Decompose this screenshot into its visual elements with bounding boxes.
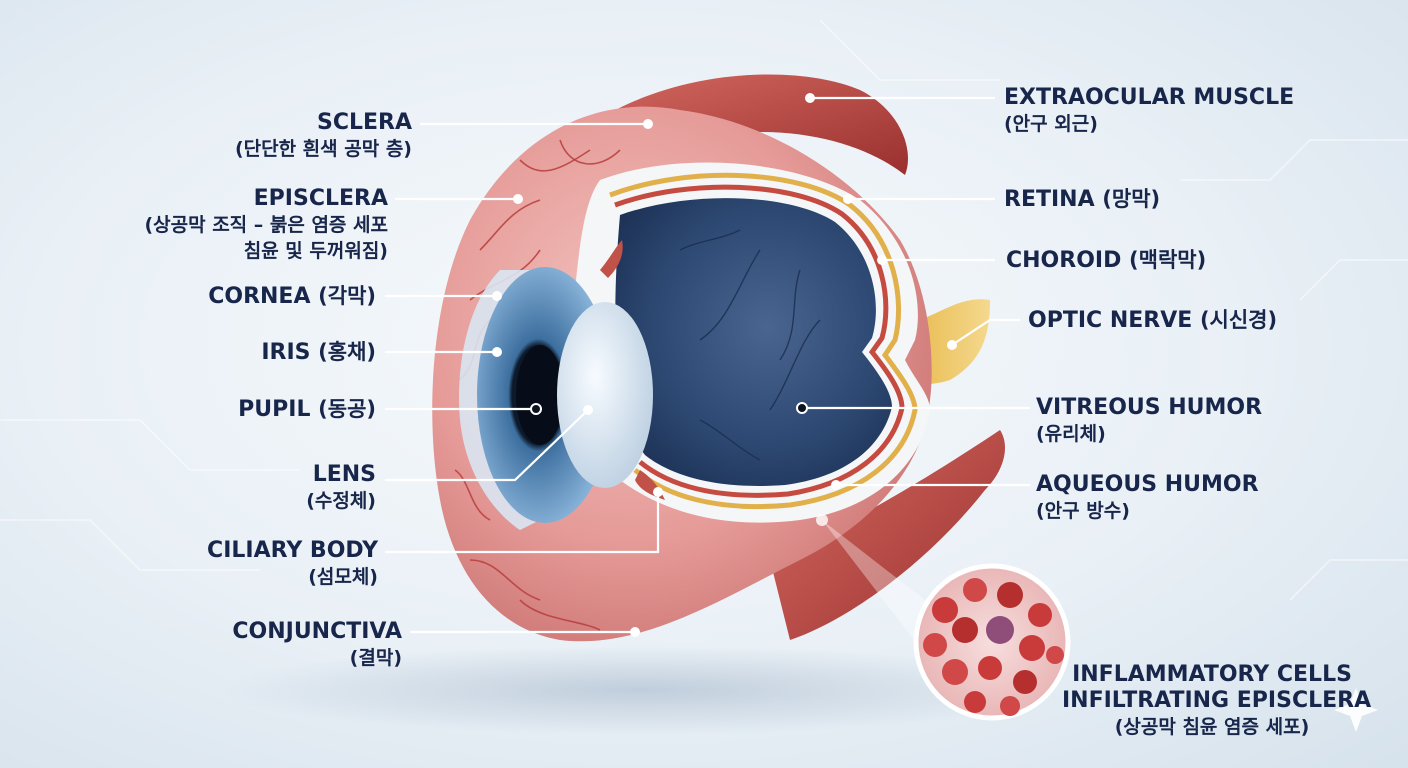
label-inflammatory-cells: INFLAMMATORY CELLS INFILTRATING EPISCLER… (1062, 662, 1372, 740)
leader-lines (385, 96, 1030, 634)
vitreous-cavity (615, 198, 892, 486)
label-sclera-sub: (단단한 흰색 공막 층) (234, 138, 412, 160)
cornea-shape (459, 270, 540, 530)
retinal-vessels (679, 229, 821, 461)
label-retina-title: RETINA (1004, 187, 1095, 212)
sparkle-icon (1334, 688, 1378, 732)
label-pupil: PUPIL (동공) (238, 396, 376, 423)
label-episclera: EPISCLERA (상공막 조직 – 붉은 염증 세포 침윤 및 두꺼워짐) (144, 186, 388, 264)
label-inflammatory-cells-sub: (상공막 침윤 염증 세포) (1114, 716, 1310, 738)
label-lens-sub: (수정체) (306, 490, 376, 512)
ciliary-body-upper (600, 240, 623, 278)
label-retina: RETINA (망막) (1004, 186, 1160, 213)
label-vitreous-humor-sub: (유리체) (1036, 423, 1106, 445)
label-ciliary-body-title: CILIARY BODY (207, 538, 378, 563)
label-sclera-title: SCLERA (316, 110, 412, 135)
choroid-layer (609, 172, 918, 510)
label-optic-nerve-title: OPTIC NERVE (1028, 308, 1193, 333)
background-circuit-lines (0, 19, 1408, 601)
label-cornea-title: CORNEA (208, 284, 311, 309)
label-inflammatory-cells-line2: INFILTRATING EPISCLERA (1062, 688, 1372, 713)
label-aqueous-humor-title: AQUEOUS HUMOR (1036, 472, 1259, 497)
label-iris-sub: (홍채) (318, 340, 376, 364)
lens-shape (557, 302, 653, 488)
retina-layer (614, 184, 905, 498)
magnifier-origin-dot (816, 514, 828, 526)
label-lens-title: LENS (312, 462, 376, 487)
label-pupil-title: PUPIL (238, 397, 311, 422)
label-episclera-sub2: 침윤 및 두꺼워짐) (243, 240, 388, 262)
label-episclera-sub1: (상공막 조직 – 붉은 염증 세포 (144, 214, 388, 236)
label-choroid-title: CHOROID (1006, 248, 1122, 273)
label-iris: IRIS (홍채) (261, 339, 376, 366)
label-sclera: SCLERA (단단한 흰색 공막 층) (235, 110, 412, 162)
blood-cells (923, 578, 1064, 716)
label-extraocular-muscle-title: EXTRAOCULAR MUSCLE (1004, 85, 1295, 110)
label-choroid-sub: (맥락막) (1129, 248, 1207, 272)
label-conjunctiva-sub: (결막) (349, 647, 402, 669)
label-episclera-title: EPISCLERA (253, 186, 388, 211)
label-extraocular-muscle-sub: (안구 외근) (1004, 113, 1098, 135)
label-aqueous-humor: AQUEOUS HUMOR (안구 방수) (1036, 472, 1259, 524)
inflammatory-cells-inset (913, 563, 1071, 721)
label-choroid: CHOROID (맥락막) (1006, 247, 1206, 274)
label-conjunctiva-title: CONJUNCTIVA (232, 619, 402, 644)
label-ciliary-body: CILIARY BODY (섬모체) (207, 538, 378, 590)
label-conjunctiva: CONJUNCTIVA (결막) (232, 619, 402, 671)
label-iris-title: IRIS (261, 340, 311, 365)
label-lens: LENS (수정체) (306, 462, 376, 514)
label-vitreous-humor: VITREOUS HUMOR (유리체) (1036, 395, 1262, 447)
label-vitreous-humor-title: VITREOUS HUMOR (1036, 395, 1263, 420)
label-inflammatory-cells-line1: INFLAMMATORY CELLS (1072, 662, 1352, 687)
pupil-shape (516, 345, 564, 445)
leader-dots (492, 93, 957, 637)
label-aqueous-humor-sub: (안구 방수) (1036, 500, 1130, 522)
label-pupil-sub: (동공) (318, 397, 376, 421)
label-cornea-sub: (각막) (318, 284, 376, 308)
label-extraocular-muscle: EXTRAOCULAR MUSCLE (안구 외근) (1004, 85, 1294, 137)
label-cornea: CORNEA (각막) (208, 283, 376, 310)
floor-shadow (220, 645, 1060, 735)
label-optic-nerve: OPTIC NERVE (시신경) (1028, 307, 1277, 334)
label-ciliary-body-sub: (섬모체) (308, 566, 378, 588)
label-retina-sub: (망막) (1102, 187, 1161, 211)
lower-extraocular-muscle (770, 430, 1005, 640)
label-optic-nerve-sub: (시신경) (1199, 308, 1278, 332)
